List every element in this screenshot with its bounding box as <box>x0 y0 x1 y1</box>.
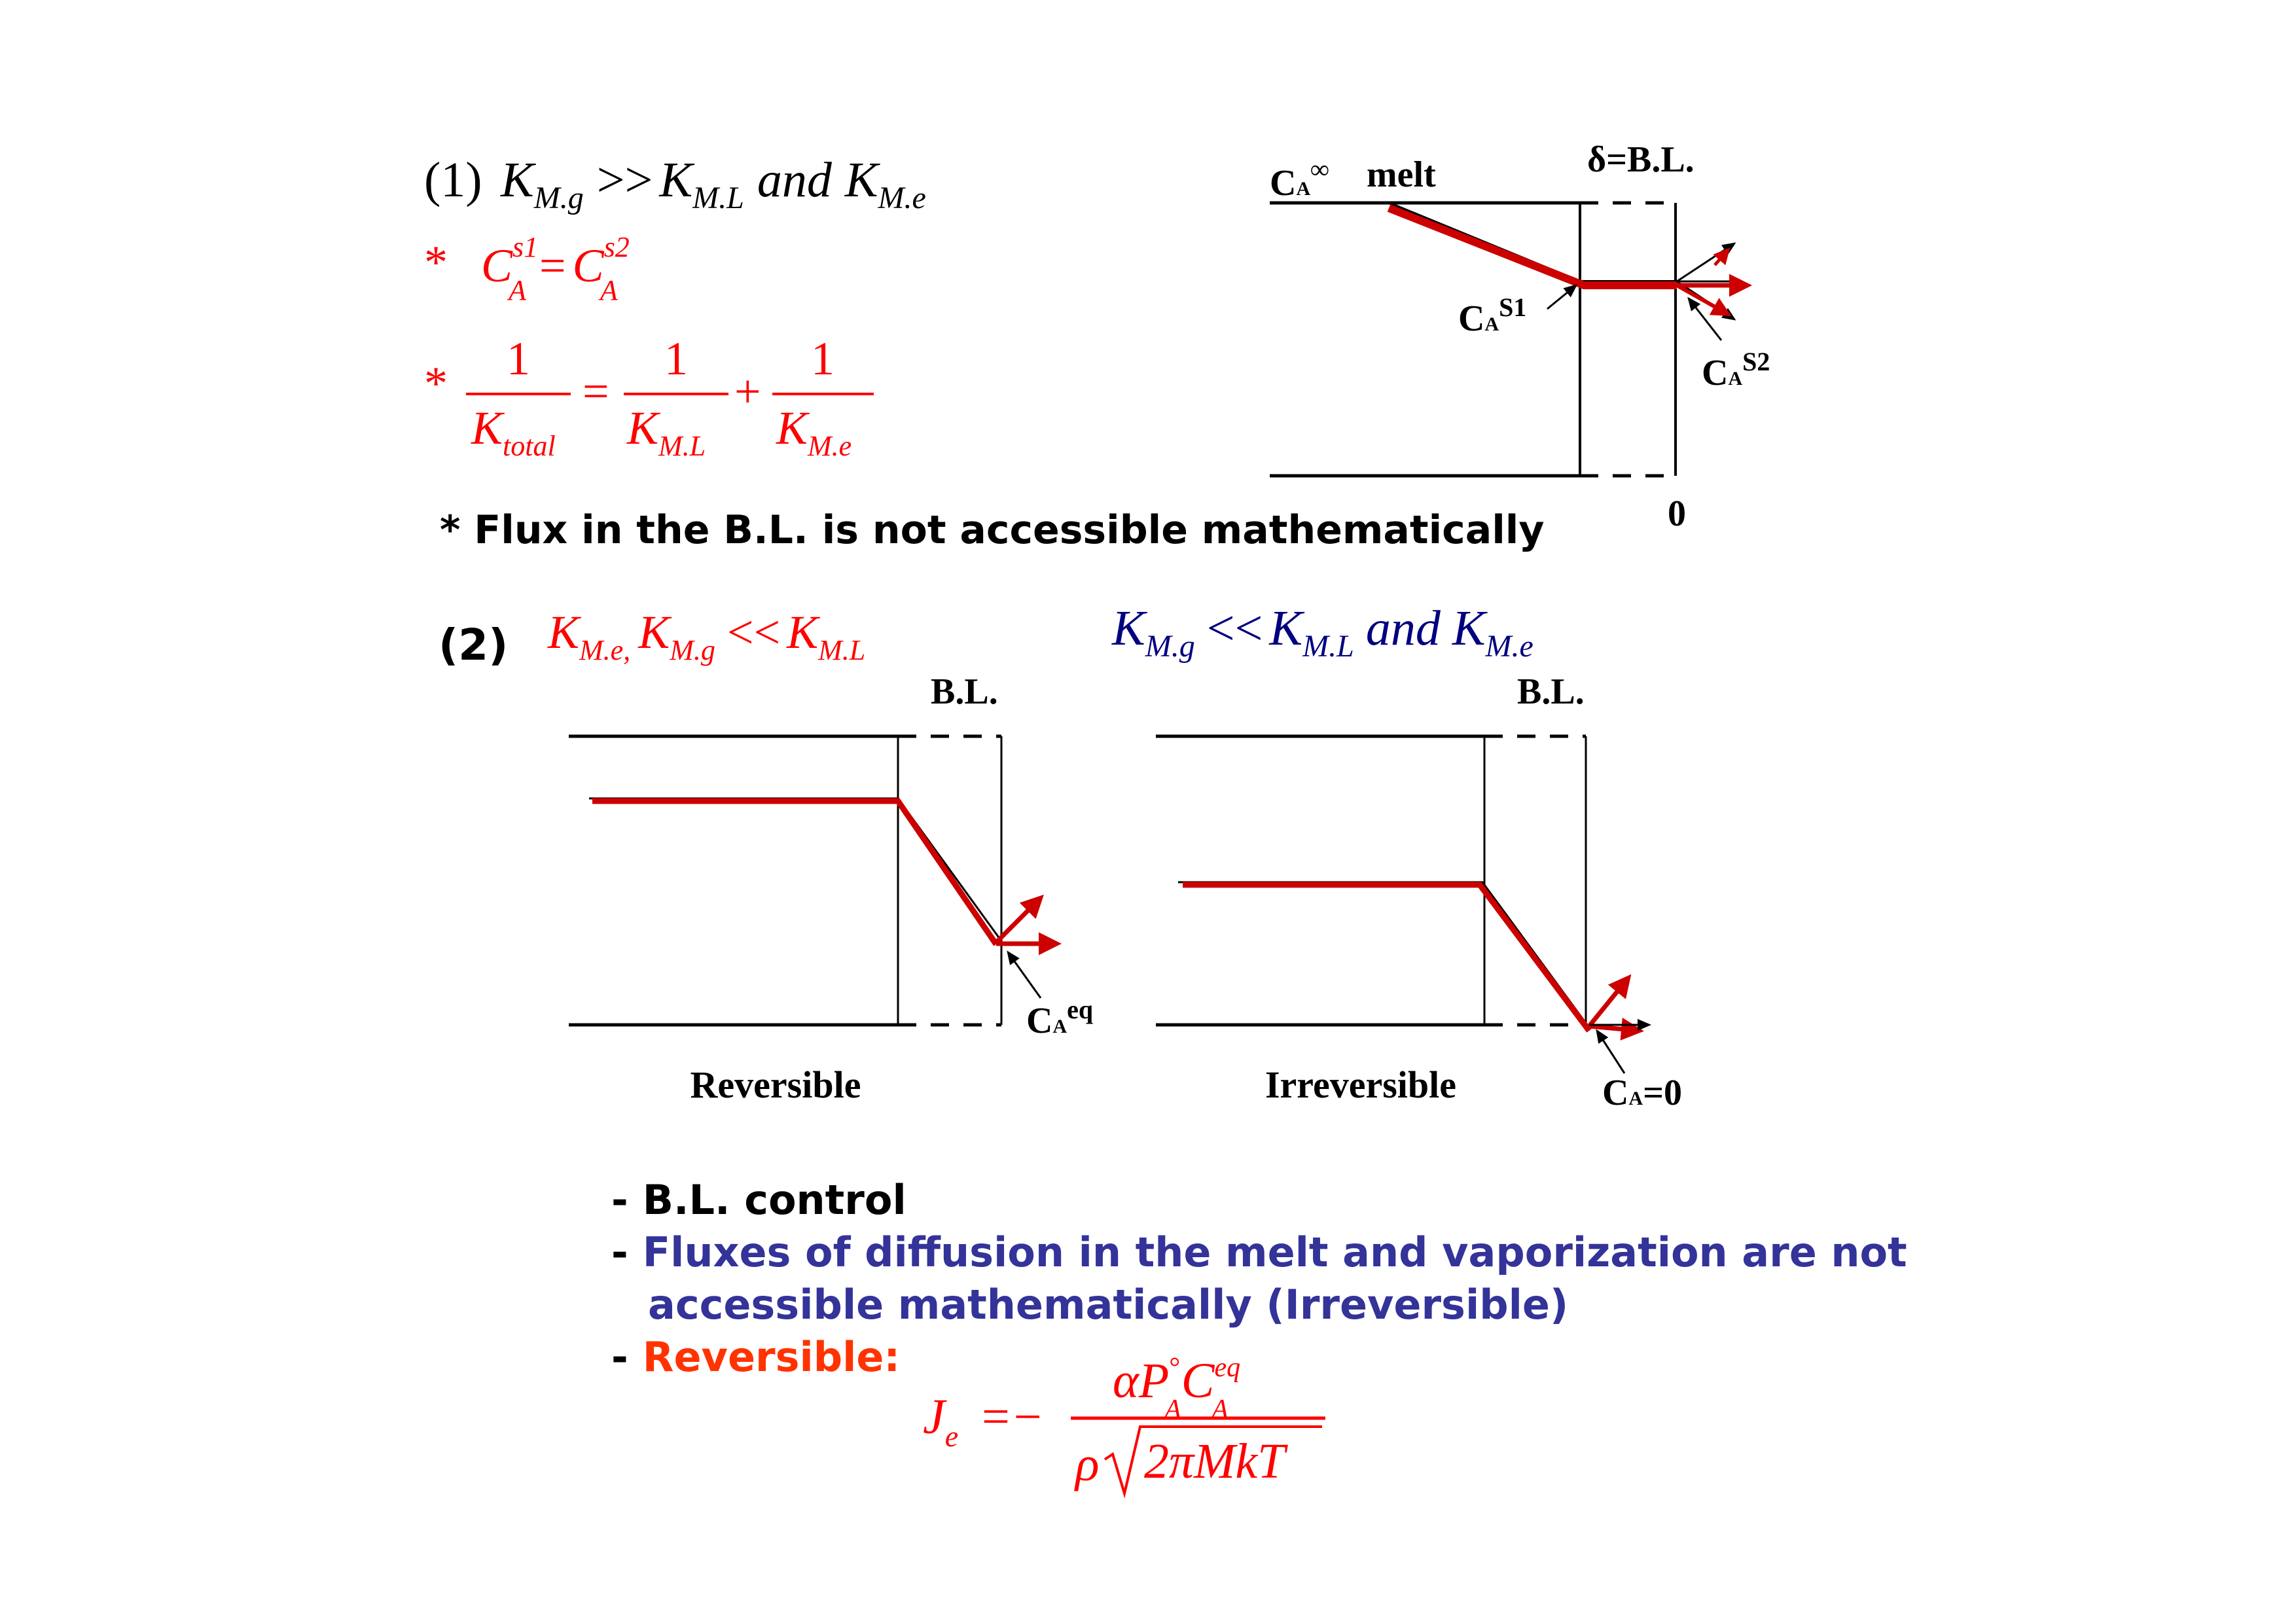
svg-text:-Fluxes of diffusion in the me: -Fluxes of diffusion in the melt and vap… <box>611 1228 1907 1276</box>
bullet-list: -B.L. control -Fluxes of diffusion in th… <box>611 1176 1907 1381</box>
bullet-bl-control: B.L. control <box>643 1176 906 1224</box>
k-symbol: K <box>844 152 880 207</box>
svg-text:1: 1 <box>664 332 688 385</box>
svg-text:1: 1 <box>507 332 530 385</box>
svg-text:CA=0: CA=0 <box>1602 1073 1682 1113</box>
svg-text:2πMkT: 2πMkT <box>1144 1434 1288 1489</box>
section2-label: (2) <box>439 620 508 670</box>
bullet-fluxes-line1: Fluxes of diffusion in the melt and vapo… <box>643 1228 1907 1276</box>
svg-text:Ktotal: Ktotal <box>471 402 556 462</box>
melt-label: melt <box>1367 154 1436 195</box>
boundary-layer-label: B.L. <box>931 671 998 712</box>
svg-text:CAeq: CAeq <box>1026 995 1093 1041</box>
equation-total-coefficient: * 1 Ktotal = 1 KM.L + 1 KM.e <box>424 332 874 462</box>
svg-text:CA∞: CA∞ <box>1270 154 1329 204</box>
concentration-profile <box>1387 204 1677 289</box>
svg-text:KM.L: KM.L <box>626 402 706 462</box>
svg-text:-Reversible:: -Reversible: <box>611 1333 900 1381</box>
condition-reversible: KM.e,KM.g<<KM.L <box>547 606 865 666</box>
subscript: M.e <box>878 181 926 215</box>
diagram-irreversible: B.L. CA=0 Irreversible <box>1156 671 1682 1113</box>
subscript: M.g <box>533 181 584 215</box>
bullet-reversible: Reversible: <box>643 1333 900 1381</box>
svg-text:1: 1 <box>811 332 834 385</box>
svg-text:=−: =− <box>982 1389 1042 1444</box>
boundary-layer-label: δ=B.L. <box>1587 139 1695 180</box>
k-symbol: K <box>500 152 536 207</box>
section1-label: (1) <box>424 152 482 207</box>
bullet-fluxes-line2: accessible mathematically (Irreversible) <box>648 1281 1568 1329</box>
svg-text:CAS2: CAS2 <box>1702 347 1770 393</box>
boundary-layer-label: B.L. <box>1517 671 1585 712</box>
svg-text:=: = <box>583 365 609 418</box>
diagram-boundary-layer-1: CA∞ melt δ=B.L. CAS1 CAS2 0 <box>1270 139 1770 534</box>
flux-arrow <box>1676 283 1732 316</box>
k-symbol: K <box>658 152 694 207</box>
bullet-star: * <box>424 357 448 410</box>
operator: >> <box>597 152 653 207</box>
svg-text:CAS1: CAS1 <box>1458 293 1526 339</box>
and-word: and <box>757 152 833 207</box>
flux-note: * Flux in the B.L. is not accessible mat… <box>440 507 1544 553</box>
flux-arrow <box>1713 247 1731 266</box>
caption-irreversible: Irreversible <box>1265 1063 1456 1106</box>
concentration-profile <box>1183 882 1592 1033</box>
svg-text:+: + <box>734 365 761 418</box>
subscript: M.L <box>692 181 744 215</box>
svg-text:Je: Je <box>923 1389 958 1453</box>
concentration-profile <box>592 798 999 946</box>
svg-text:ρ: ρ <box>1074 1436 1099 1491</box>
svg-text:KM.e: KM.e <box>776 402 852 462</box>
diagram-reversible: B.L. CAeq Reversible <box>569 671 1093 1106</box>
svg-text:-B.L. control: -B.L. control <box>611 1176 906 1224</box>
bullet-star: * <box>424 236 448 289</box>
caption-reversible: Reversible <box>691 1063 861 1106</box>
zero-label: 0 <box>1668 493 1686 534</box>
